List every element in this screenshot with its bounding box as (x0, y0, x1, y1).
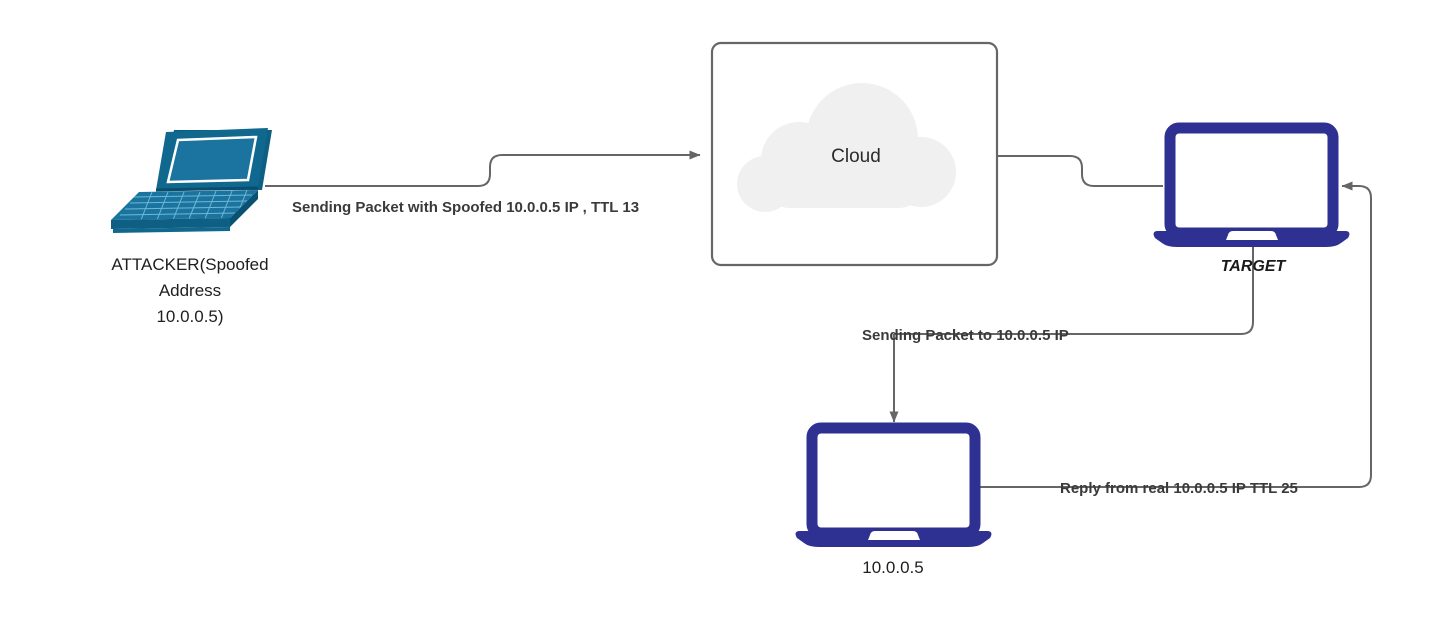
edge-target-to-victim-connector (894, 240, 1254, 335)
edge-label-attacker-to-cloud: Sending Packet with Spoofed 10.0.0.5 IP … (292, 199, 639, 216)
laptop-front-icon (1153, 122, 1350, 247)
attacker-label-line-3: 10.0.0.5) (156, 307, 223, 326)
attacker-label-line-1: ATTACKER(Spoofed (111, 255, 268, 274)
laptop-isometric-icon (111, 128, 272, 233)
target-node[interactable]: TARGET (1153, 122, 1350, 275)
cloud-node[interactable]: Cloud (710, 41, 999, 267)
cloud-icon (737, 83, 956, 212)
attacker-label-line-2: Address (159, 281, 221, 300)
victim-node[interactable]: 10.0.0.5 (795, 422, 992, 577)
target-label: TARGET (1221, 258, 1287, 275)
cloud-label: Cloud (831, 146, 881, 167)
attacker-node[interactable]: ATTACKER(Spoofed Address 10.0.0.5) (111, 128, 272, 326)
edge-label-target-to-victim: Sending Packet to 10.0.0.5 IP (862, 327, 1069, 344)
edge-label-victim-to-target: Reply from real 10.0.0.5 IP TTL 25 (1060, 480, 1298, 497)
edge-attacker-to-cloud (265, 150, 701, 187)
laptop-front-icon (795, 422, 992, 547)
victim-label: 10.0.0.5 (862, 558, 923, 577)
edge-victim-to-target (975, 181, 1372, 488)
edge-cloud-to-target (997, 155, 1163, 187)
